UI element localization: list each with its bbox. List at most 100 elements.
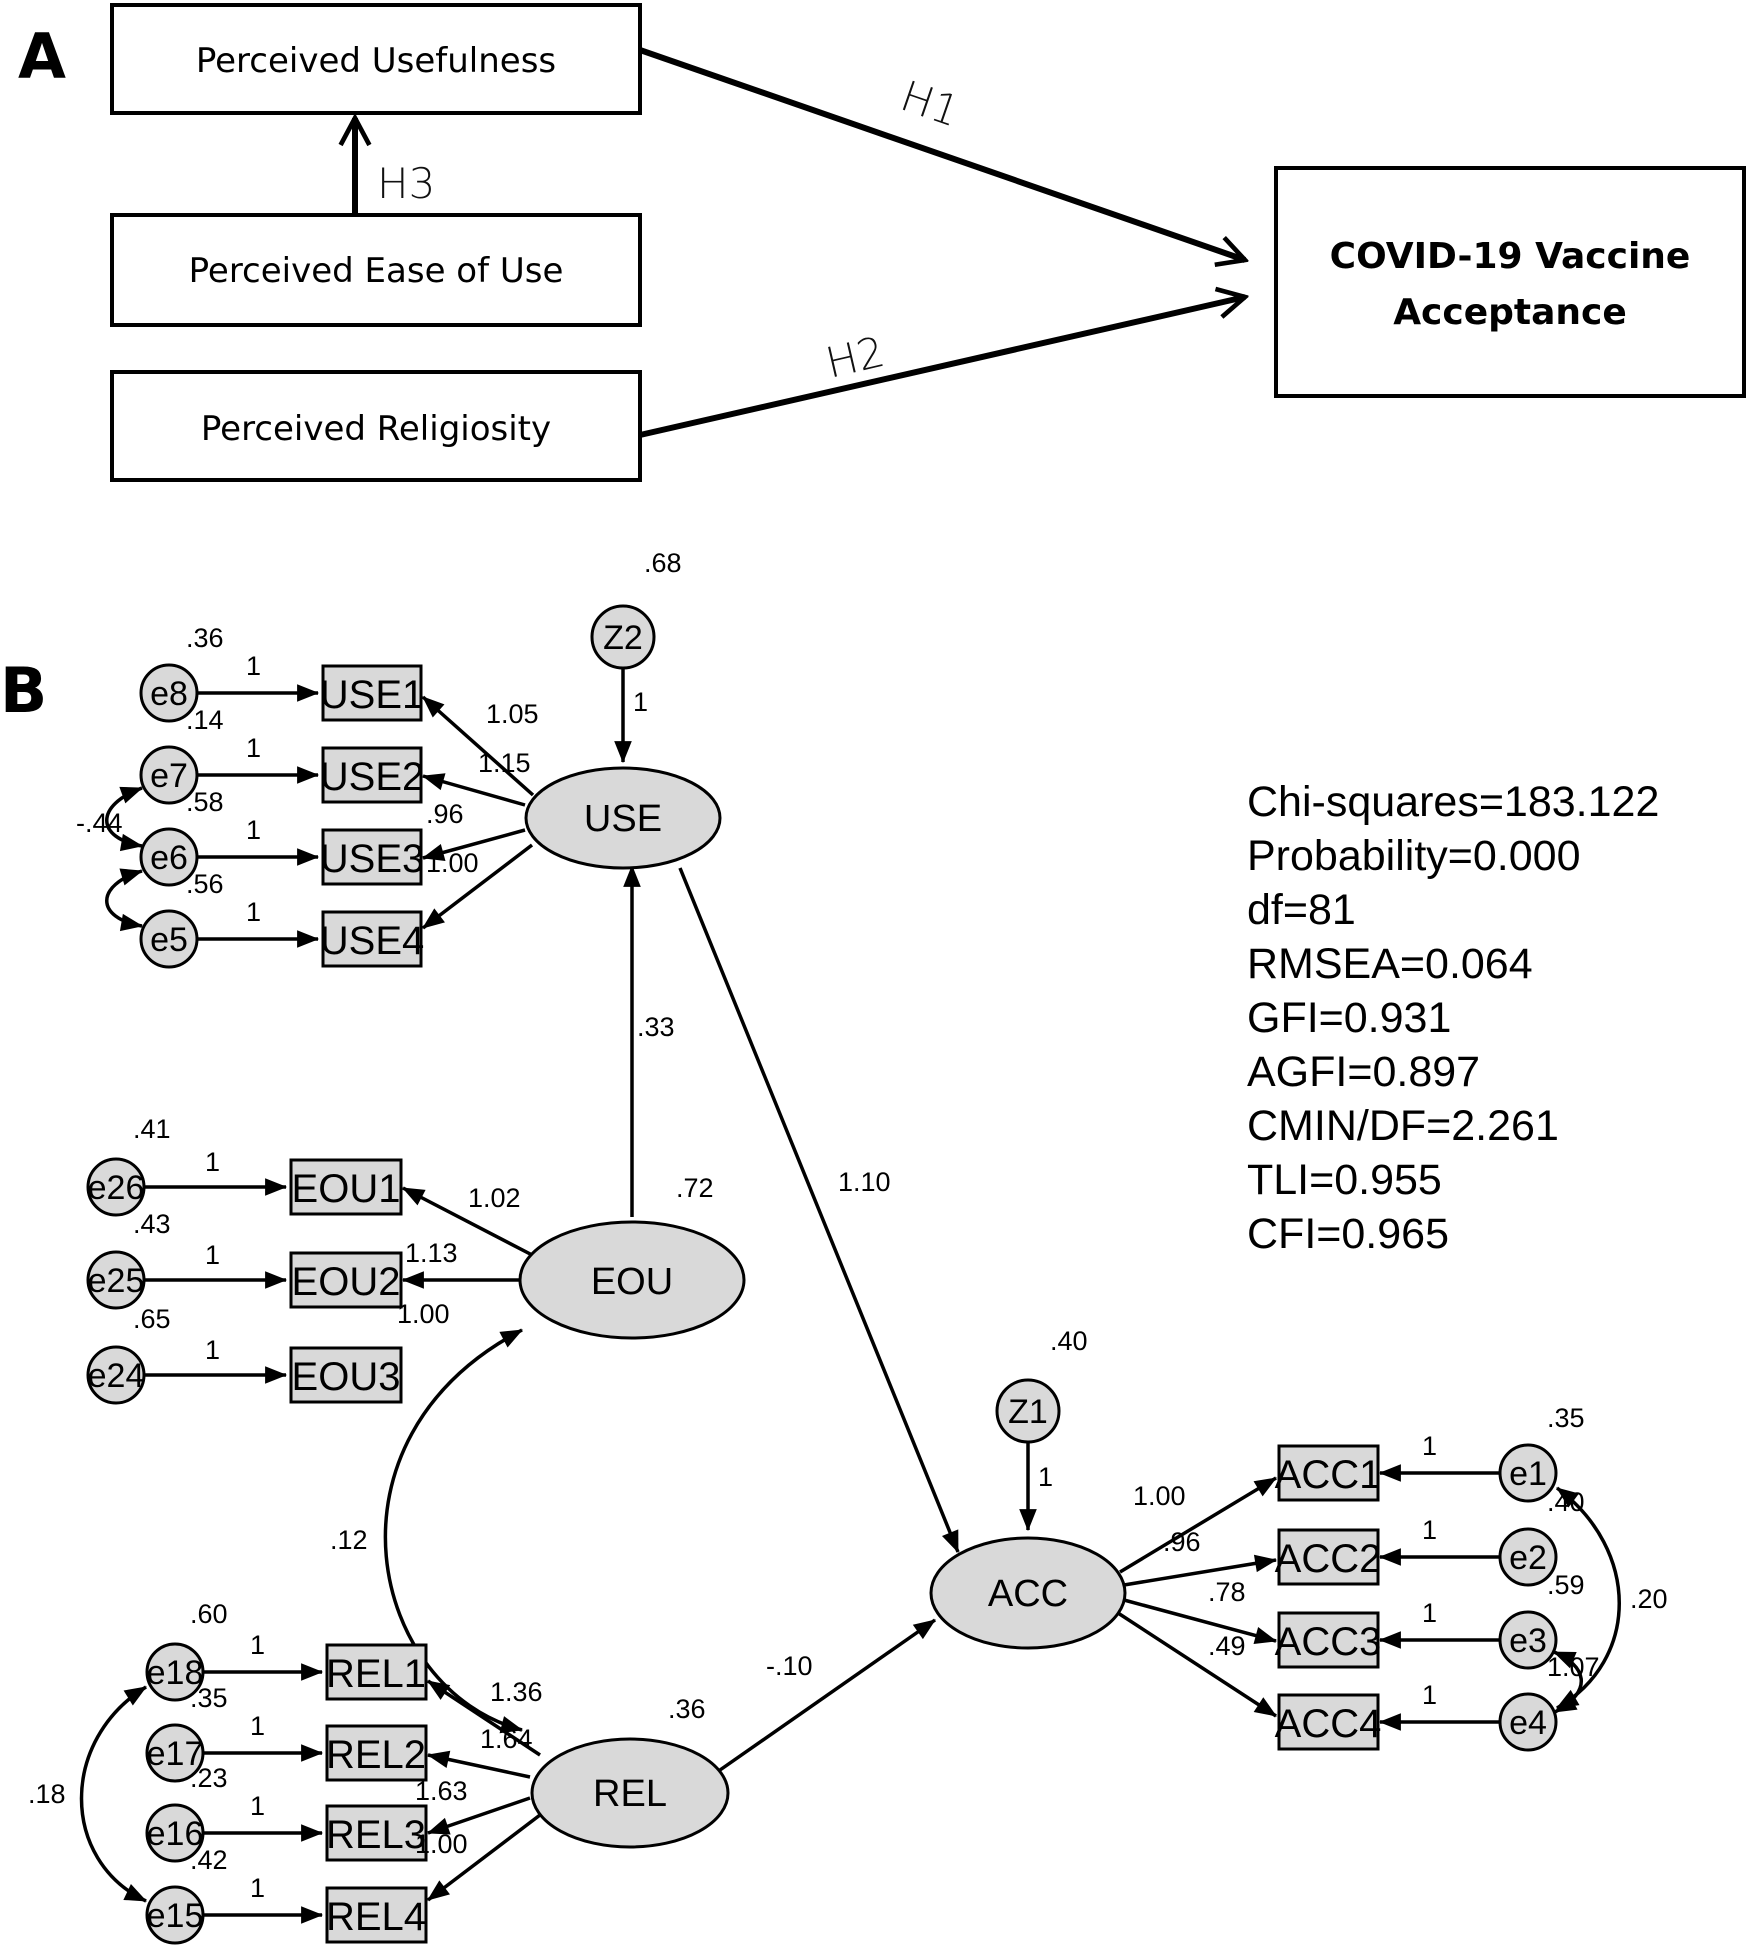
e17-path-coef: 1 [250, 1711, 265, 1741]
use3-loading: .96 [426, 799, 464, 829]
e16-label: e16 [147, 1815, 204, 1853]
eou-rel-coef: .12 [330, 1525, 368, 1555]
e17-circle [145, 1723, 205, 1783]
e25-variance: .43 [133, 1209, 171, 1239]
z2-variance: .68 [644, 548, 682, 578]
use2-loading: 1.15 [478, 748, 531, 778]
fit-cfi: CFI=0.965 [1247, 1210, 1449, 1258]
e18-label: e18 [147, 1654, 204, 1692]
fit-gfi: GFI=0.931 [1247, 994, 1451, 1042]
e3-path-coef: 1 [1422, 1598, 1437, 1628]
e1-label: e1 [1509, 1455, 1547, 1493]
use1-loading-path [421, 695, 535, 797]
rel4-indicator [325, 1886, 428, 1944]
rel-error-covariance: .18 [28, 1779, 66, 1809]
use4-indicator [321, 910, 423, 968]
e26-circle [86, 1157, 146, 1217]
ease-label: Perceived Ease of Use [189, 251, 564, 291]
e7-e6-covariance [105, 786, 144, 852]
acceptance-label-line1: COVID-19 Vaccine [1330, 236, 1691, 277]
use-acc-coef: 1.10 [838, 1167, 891, 1197]
e5-path-coef: 1 [246, 897, 261, 927]
e18-path-coef: 1 [250, 1630, 265, 1660]
eou1-indicator [289, 1158, 403, 1216]
rel4-loading-path [426, 1813, 542, 1902]
z1-path-coef: 1 [1038, 1462, 1053, 1492]
use1-indicator [321, 664, 423, 722]
e6-e5-covariance [105, 868, 144, 932]
acc2-indicator [1277, 1528, 1380, 1586]
e8-label: e8 [150, 675, 188, 713]
eou1-loading-path [402, 1186, 537, 1259]
e6-variance: .58 [186, 787, 224, 817]
acceptance-label-line2: Acceptance [1393, 292, 1627, 333]
acc4-label: ACC4 [1275, 1702, 1382, 1746]
religiosity-label: Perceived Religiosity [201, 409, 551, 449]
e3-e4-covariance [1552, 1650, 1584, 1714]
h1-label: H1 [895, 71, 966, 136]
usefulness-label: Perceived Usefulness [196, 41, 556, 81]
eou3-loading: 1.00 [397, 1299, 450, 1329]
e1-variance: .35 [1547, 1403, 1585, 1433]
e18-circle [145, 1642, 205, 1702]
e7-label: e7 [150, 757, 188, 795]
use-latent-label: USE [584, 798, 662, 840]
use2-loading-path [421, 773, 526, 807]
e16-path-coef: 1 [250, 1791, 265, 1821]
e8-variance: .36 [186, 623, 224, 653]
use-to-acc-path [678, 867, 960, 1554]
eou-rel-covariance [383, 1328, 524, 1734]
use-latent [524, 766, 722, 870]
use4-label: USE4 [320, 919, 425, 963]
fit-agfi: AGFI=0.897 [1247, 1048, 1480, 1096]
religiosity-box [110, 370, 642, 482]
z2-path-coef: 1 [633, 687, 648, 717]
e4-label: e4 [1509, 1704, 1547, 1742]
rel-to-acc-path [718, 1618, 937, 1772]
rel3-indicator [325, 1804, 428, 1862]
z2-circle [590, 604, 656, 670]
panel-a: A Perceived Usefulness Perceived Ease of… [18, 3, 1746, 482]
e5-circle [139, 909, 199, 969]
e15-circle [145, 1885, 205, 1945]
e2-path-coef: 1 [1422, 1515, 1437, 1545]
eou2-indicator [289, 1251, 403, 1309]
eou2-loading: 1.13 [405, 1238, 458, 1268]
eou-variance: .72 [676, 1173, 714, 1203]
rel1-loading-path [427, 1679, 541, 1757]
acc1-loading-path [1119, 1476, 1277, 1574]
e6-circle [139, 827, 199, 887]
e24-circle [86, 1345, 146, 1405]
e3-label: e3 [1509, 1622, 1547, 1660]
acc1-indicator [1277, 1444, 1380, 1502]
rel-acc-coef: -.10 [766, 1651, 813, 1681]
acc1-loading: 1.00 [1133, 1481, 1186, 1511]
use1-loading: 1.05 [486, 699, 539, 729]
eou3-label: EOU3 [292, 1355, 401, 1399]
eou1-loading: 1.02 [468, 1183, 521, 1213]
e17-label: e17 [147, 1735, 204, 1773]
rel1-loading: 1.36 [490, 1677, 543, 1707]
e25-label: e25 [88, 1262, 145, 1300]
e26-variance: .41 [133, 1114, 171, 1144]
eou-latent-label: EOU [591, 1261, 673, 1303]
e7-circle [139, 745, 199, 805]
acc3-loading-path [1123, 1598, 1278, 1645]
e6-path-coef: 1 [246, 815, 261, 845]
eou-use-coef: .33 [637, 1012, 675, 1042]
e3-variance: .59 [1547, 1570, 1585, 1600]
acc-latent-label: ACC [988, 1573, 1068, 1615]
e5-variance: .56 [186, 869, 224, 899]
e2-variance: .40 [1547, 1487, 1585, 1517]
acc2-loading: .96 [1163, 1527, 1201, 1557]
e26-path-coef: 1 [205, 1147, 220, 1177]
rel3-loading: 1.63 [415, 1776, 468, 1806]
z2-label: Z2 [603, 619, 643, 657]
rel3-label: REL3 [326, 1813, 426, 1857]
z1-circle [995, 1378, 1061, 1444]
rel1-label: REL1 [326, 1652, 426, 1696]
e4-variance: 1.07 [1547, 1652, 1600, 1682]
use4-loading-path [421, 843, 534, 930]
acc-block: Z1 .40 1 ACC .20 ACC1 ACC2 ACC3 ACC4 [929, 1326, 1668, 1752]
eou1-label: EOU1 [292, 1167, 401, 1211]
